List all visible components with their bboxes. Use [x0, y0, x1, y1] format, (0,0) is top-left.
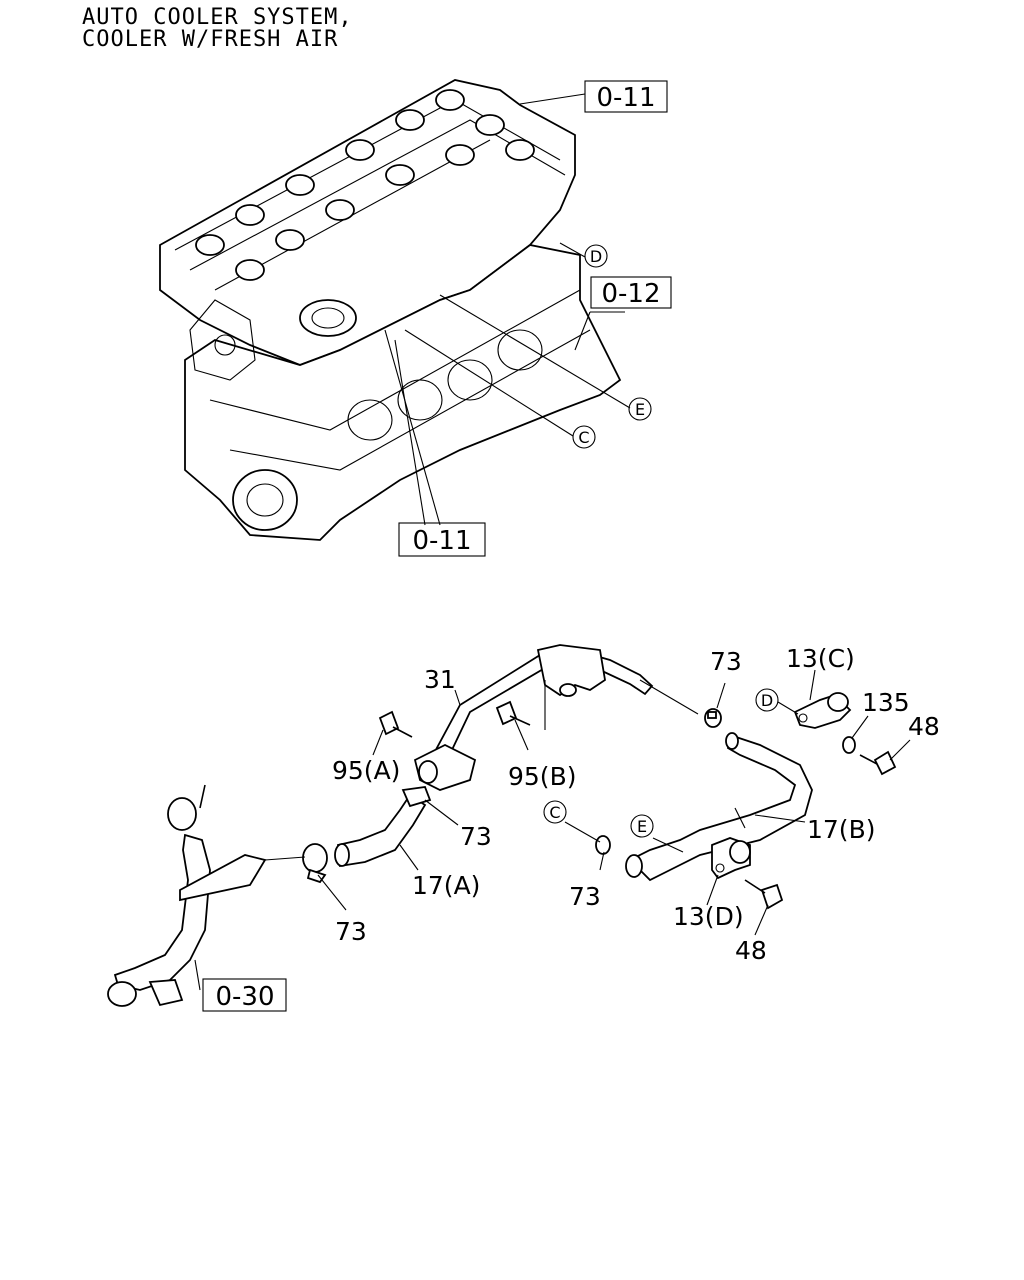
label-pipe-31: 31 [424, 665, 456, 694]
engine-circle-marker-c: C [572, 425, 596, 449]
label-hose-17b: 17(B) [807, 815, 875, 844]
reference-box-0-11-top: 0-11 [584, 80, 668, 113]
bolt-48-top [859, 750, 897, 776]
clamp-marker-d-label: D [761, 691, 773, 710]
reference-box-0-11-bottom: 0-11 [398, 522, 486, 557]
hose-marker-c-label: C [549, 803, 560, 822]
label-bolt-95a: 95(A) [332, 756, 400, 785]
reference-label-0-11-top: 0-11 [596, 83, 655, 113]
hose-17b [625, 732, 813, 882]
water-pipe-0-30 [107, 784, 306, 1007]
reference-label-0-30: 0-30 [215, 982, 274, 1012]
hose-17a [334, 786, 432, 868]
engine-circle-marker-d: D [584, 244, 608, 268]
label-clamp-13c: 13(C) [786, 644, 855, 673]
label-bolt-48-top: 48 [908, 712, 940, 741]
hose-circle-marker-c: C [543, 800, 567, 824]
reference-box-0-30: 0-30 [202, 978, 287, 1012]
clamp-circle-marker-d: D [755, 688, 779, 712]
bolt-48-bottom [744, 879, 784, 910]
label-clip-73-bottom: 73 [569, 882, 601, 911]
bolt-95a [378, 710, 413, 738]
label-clamp-13d: 13(D) [673, 902, 744, 931]
washer-135 [842, 736, 856, 754]
label-bolt-95b: 95(B) [508, 762, 576, 791]
engine-marker-e-label: E [635, 400, 645, 419]
bolt-95b [495, 700, 531, 726]
diagram-title-line-2: COOLER W/FRESH AIR [82, 27, 339, 52]
parts-leader-lines [194, 669, 911, 991]
label-clip-73-top: 73 [710, 647, 742, 676]
hose-marker-e-label: E [637, 817, 647, 836]
reference-label-0-12: 0-12 [601, 279, 660, 309]
label-clip-73-left: 73 [335, 917, 367, 946]
label-bolt-48-bottom: 48 [735, 936, 767, 965]
engine-marker-d-label: D [590, 247, 602, 266]
hose-circle-marker-e: E [630, 814, 654, 838]
diagram-title-line-1: AUTO COOLER SYSTEM, [82, 5, 353, 30]
clamp-13c [793, 692, 852, 729]
hose-clip-73-mid [595, 835, 611, 855]
engine-circle-marker-e: E [628, 397, 652, 421]
reference-box-0-12: 0-12 [590, 276, 672, 309]
engine-leader-lines [384, 93, 631, 526]
engine-marker-c-label: C [578, 428, 589, 447]
engine-block-illustration [159, 79, 622, 541]
hose-clip-73-top [704, 708, 722, 728]
reference-label-0-11-bottom: 0-11 [412, 526, 471, 556]
clamp-13d [711, 837, 751, 880]
water-pipe-31 [413, 644, 654, 791]
camshaft-caps [195, 89, 535, 281]
hose-clip-73-left [302, 843, 328, 884]
label-hose-17a: 17(A) [412, 871, 480, 900]
label-washer-135: 135 [862, 688, 910, 717]
label-clip-73-mid: 73 [460, 822, 492, 851]
